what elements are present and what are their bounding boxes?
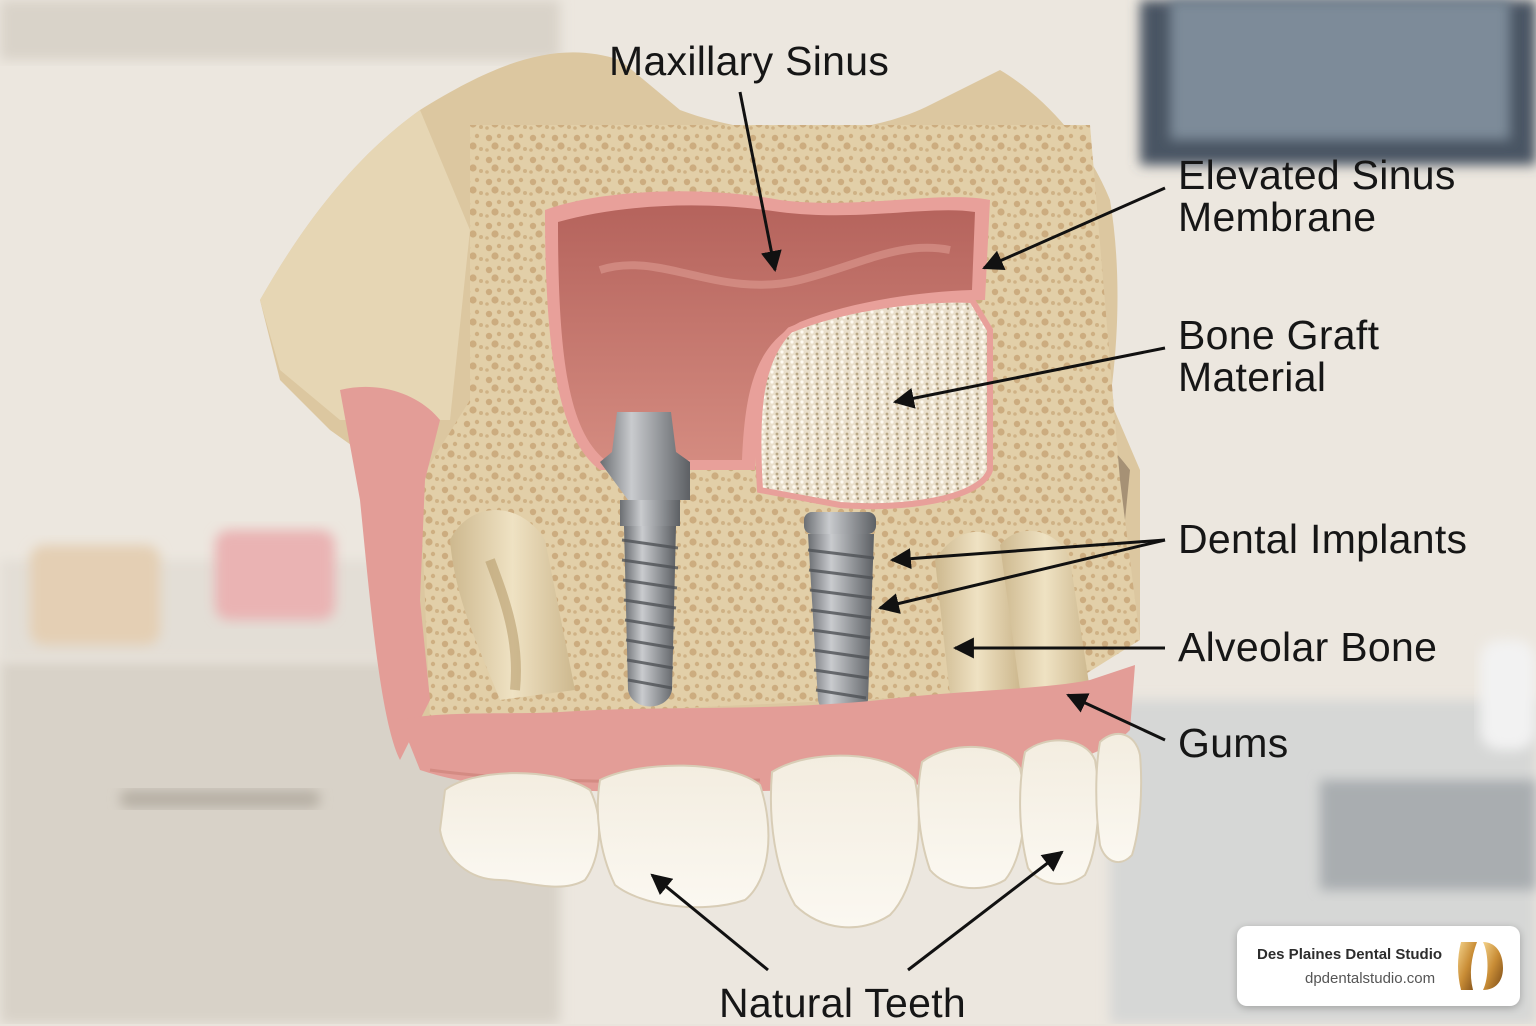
- arrow-maxillary-sinus: [738, 91, 782, 273]
- brand-url: dpdentalstudio.com: [1305, 970, 1436, 987]
- label-bone-graft-line1: Bone Graft: [1178, 312, 1380, 358]
- arrow-implant-2: [877, 538, 1166, 614]
- label-alveolar-bone: Alveolar Bone: [1178, 624, 1438, 670]
- label-natural-teeth: Natural Teeth: [719, 980, 967, 1026]
- label-dental-implants: Dental Implants: [1178, 516, 1468, 562]
- arrow-bone-graft: [892, 346, 1166, 409]
- tooth-crown-5: [1019, 739, 1100, 885]
- dental-implant-1: [600, 412, 690, 707]
- bone-graft-material: [755, 296, 993, 510]
- natural-teeth: [438, 733, 1143, 929]
- tooth-crown-3: [769, 754, 920, 929]
- brand-logo-icon: [1458, 942, 1503, 990]
- gum-tissue-left: [340, 386, 440, 760]
- tooth-crown-1: [438, 772, 601, 888]
- label-elevated-sinus-membrane-line2: Membrane: [1178, 194, 1377, 240]
- dental-implant-2: [804, 512, 876, 717]
- tooth-crown-2: [596, 764, 770, 909]
- maxillary-sinus-cavity: [545, 191, 990, 471]
- label-arrows: [650, 91, 1166, 972]
- arrow-sinus-membrane: [982, 186, 1166, 270]
- tooth-crown-6: [1095, 733, 1143, 864]
- arrow-gums: [1066, 693, 1166, 742]
- arrow-implant-1: [889, 538, 1166, 570]
- brand-name: Des Plaines Dental Studio: [1257, 946, 1443, 963]
- label-elevated-sinus-membrane-line1: Elevated Sinus: [1178, 152, 1456, 198]
- tooth-crown-4: [917, 745, 1026, 890]
- brand-card: Des Plaines Dental Studio dpdentalstudio…: [1237, 926, 1520, 1006]
- label-gums: Gums: [1178, 720, 1289, 766]
- label-maxillary-sinus: Maxillary Sinus: [609, 38, 890, 84]
- arrow-teeth-1: [650, 873, 769, 972]
- arrow-teeth-2: [907, 850, 1064, 972]
- label-bone-graft-line2: Material: [1178, 354, 1327, 400]
